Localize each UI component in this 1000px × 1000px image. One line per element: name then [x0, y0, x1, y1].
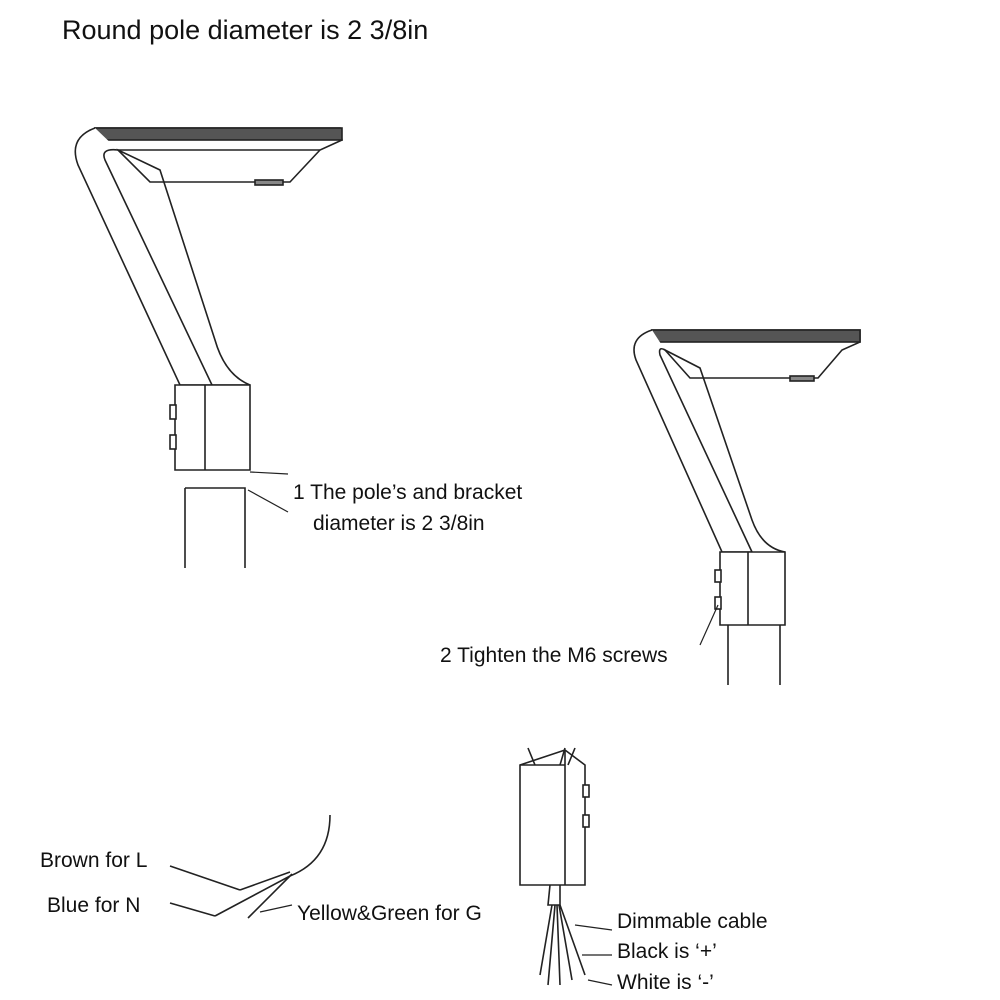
blue-wire-label: Blue for N — [47, 894, 141, 917]
bracket-box-2 — [719, 551, 786, 626]
brown-wire-label: Brown for L — [40, 849, 148, 872]
bracket-box-1 — [174, 384, 251, 471]
pole-2 — [727, 625, 781, 685]
black-wire-label: Black is ‘+’ — [617, 940, 717, 963]
lamp-fixture-1 — [74, 127, 343, 568]
pole-1 — [184, 487, 246, 568]
dimmable-cable-label: Dimmable cable — [617, 910, 768, 933]
step-1-label-continued: diameter is 2 3/8in — [313, 512, 485, 535]
diagram-title: Round pole diameter is 2 3/8in — [62, 15, 429, 45]
step-2-label: 2 Tighten the M6 screws — [440, 644, 668, 667]
step-1-label: 1 The pole’s and bracket — [293, 481, 523, 504]
power-wires — [169, 814, 331, 919]
junction-box — [519, 747, 613, 986]
lamp-fixture-2 — [633, 329, 861, 685]
white-wire-label: White is ‘-’ — [617, 971, 714, 994]
ground-wire-label: Yellow&Green for G — [297, 902, 482, 925]
